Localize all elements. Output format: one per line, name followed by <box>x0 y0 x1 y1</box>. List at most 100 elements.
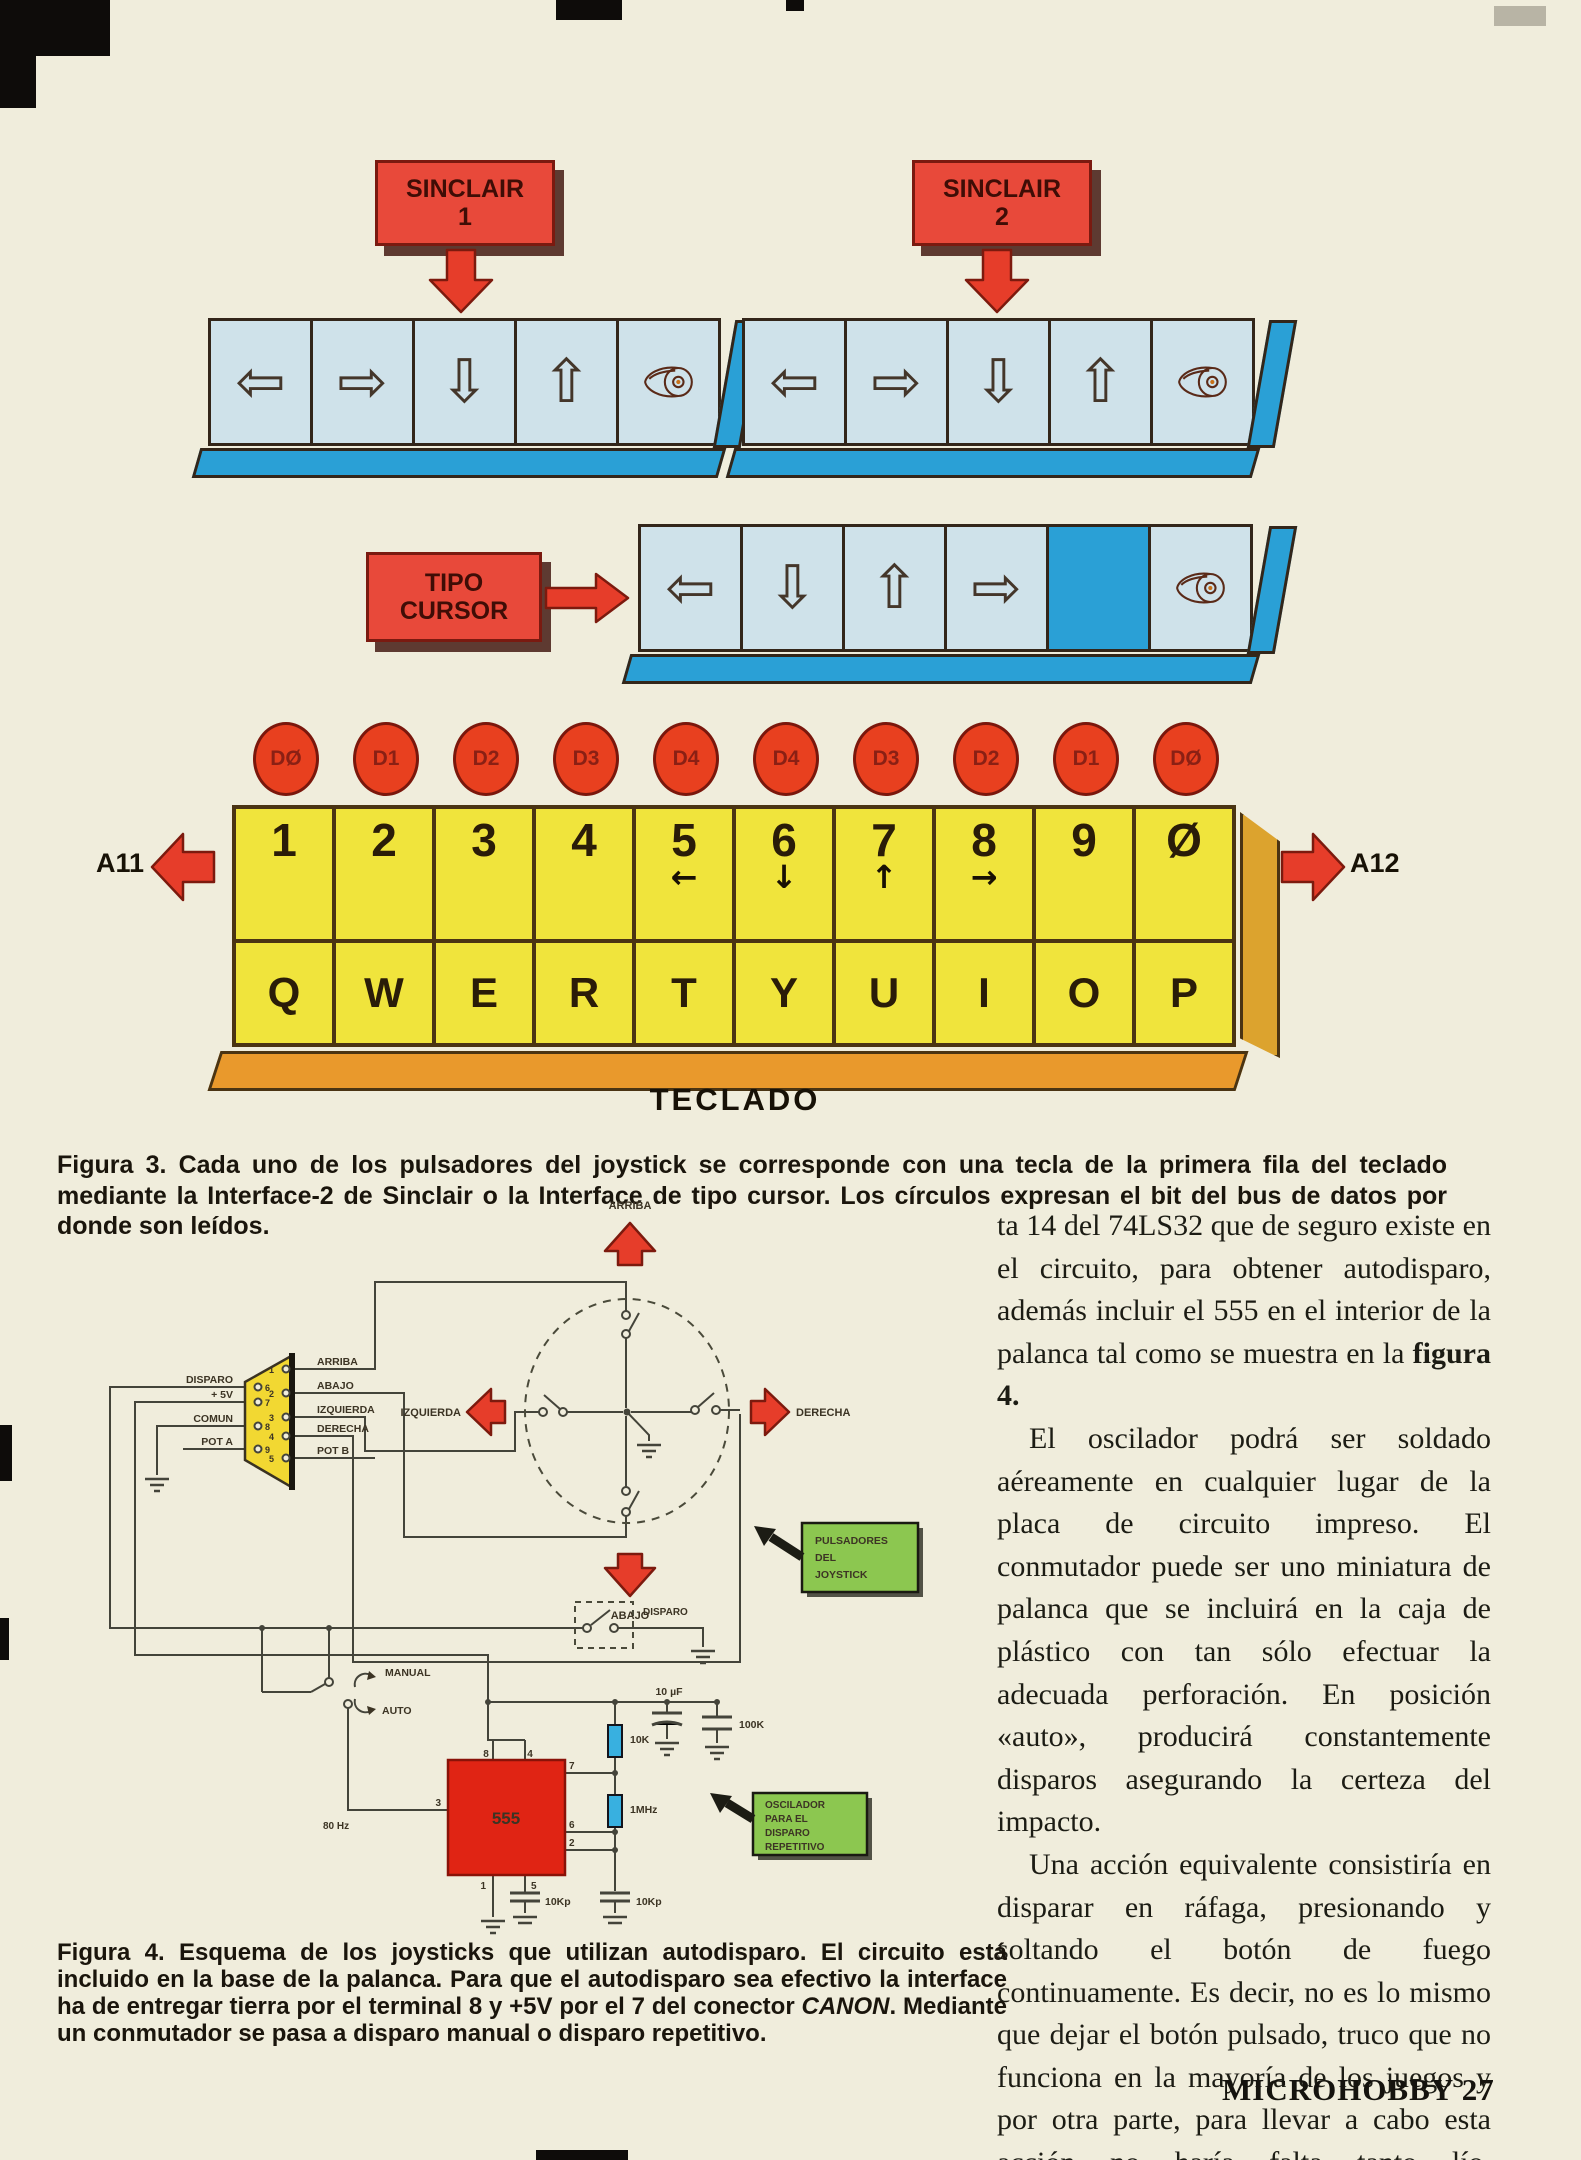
key-down: ⇩ <box>949 321 1051 443</box>
svg-text:9: 9 <box>265 1445 270 1455</box>
manual-auto-switch <box>310 1671 376 1715</box>
key-row-3d-edge <box>191 448 727 478</box>
ground-symbols <box>145 1443 729 1935</box>
cursor-key-row: ⇦ ⇩ ⇧ ⇨ <box>638 524 1253 652</box>
db9-connector: 6 7 8 9 1 2 3 4 5 <box>243 1352 295 1491</box>
circuit-wires <box>109 1281 741 1917</box>
abajo-pin-label: ABAJO <box>317 1380 354 1392</box>
key-right: ⇨ <box>313 321 415 443</box>
fire-button-icon <box>643 366 693 398</box>
fire-button-icon <box>1177 366 1227 398</box>
key-up: ⇧ <box>1051 321 1153 443</box>
svg-text:8: 8 <box>265 1422 270 1432</box>
plus5v-label: + 5V <box>211 1389 233 1401</box>
svg-text:2: 2 <box>269 1389 274 1399</box>
a11-label: A11 <box>96 848 145 878</box>
bit-circle: D2 <box>953 722 1019 796</box>
key-left: ⇦ <box>641 527 743 649</box>
svg-text:JOYSTICK: JOYSTICK <box>815 1569 868 1581</box>
svg-text:100K: 100K <box>739 1719 765 1731</box>
derecha-pin-label: DERECHA <box>317 1423 369 1435</box>
key-e: E <box>436 943 536 1043</box>
scan-artifact <box>0 0 36 108</box>
svg-text:6: 6 <box>569 1820 575 1831</box>
resistor-1m-label: 1MHz <box>630 1804 657 1816</box>
arriba-label: ARRIBA <box>609 1200 652 1212</box>
sinclair2-key-row: ⇦ ⇨ ⇩ ⇧ <box>742 318 1255 446</box>
disparo-switch-label: DISPARO <box>643 1607 688 1618</box>
svg-text:1: 1 <box>269 1365 274 1375</box>
fire-switch-box <box>574 1601 634 1649</box>
svg-text:PARA EL: PARA EL <box>765 1814 808 1825</box>
figure3-caption: Figura 3. Cada uno de los pulsadores del… <box>57 1151 1447 1240</box>
bit-circle: D3 <box>853 722 919 796</box>
bit-circle: D4 <box>653 722 719 796</box>
svg-text:8: 8 <box>483 1749 489 1760</box>
sinclair1-key-row: ⇦ ⇨ ⇩ ⇧ <box>208 318 721 446</box>
svg-text:7: 7 <box>265 1398 270 1408</box>
svg-text:REPETITIVO: REPETITIVO <box>765 1842 825 1853</box>
key-row-3d-edge <box>725 448 1261 478</box>
key-down: ⇩ <box>743 527 845 649</box>
magazine-footer: MICROHOBBY 27 <box>1222 2072 1495 2107</box>
left-arrow-icon <box>150 832 216 902</box>
key-fire <box>1153 321 1252 443</box>
key-left: ⇦ <box>745 321 847 443</box>
keyboard-row-letters: Q W E R T Y U I O P <box>236 939 1232 1043</box>
canon-connector-name: CANON <box>801 1992 890 2020</box>
key-9: 9 <box>1036 809 1136 939</box>
svg-text:10 µF: 10 µF <box>655 1686 683 1698</box>
timer-555-chip: 555 8 4 3 7 6 2 1 5 <box>435 1749 575 1892</box>
svg-text:2: 2 <box>569 1838 575 1849</box>
key-right: ⇨ <box>947 527 1049 649</box>
bit-circle: D4 <box>753 722 819 796</box>
key-left: ⇦ <box>211 321 313 443</box>
svg-text:6: 6 <box>265 1383 270 1393</box>
down-arrow-icon <box>964 248 1030 314</box>
comun-label: COMUN <box>193 1413 233 1425</box>
article-column: ta 14 del 74LS32 que de seguro existe en… <box>997 1205 1491 2160</box>
key-5: 5← <box>636 809 736 939</box>
right-arrow-icon <box>1280 832 1346 902</box>
article-paragraph: ta 14 del 74LS32 que de seguro existe en… <box>997 1209 1491 1413</box>
svg-text:5: 5 <box>531 1881 537 1892</box>
capacitor-10uf: 10 µF <box>651 1686 683 1727</box>
sinclair1-line2: 1 <box>458 203 472 231</box>
tipo-cursor-label-box: TIPO CURSOR <box>366 552 542 642</box>
key-1: 1 <box>236 809 336 939</box>
sinclair2-label-box: SINCLAIR 2 <box>912 160 1092 246</box>
izquierda-label: IZQUIERDA <box>401 1407 462 1419</box>
pulsadores-note: PULSADORES DEL JOYSTICK <box>754 1521 923 1597</box>
key-2: 2 <box>336 809 436 939</box>
keyboard: 1 2 3 4 5← 6↓ 7↑ 8→ 9 Ø Q W E R T Y U I … <box>232 805 1236 1047</box>
key-blank <box>1049 527 1151 649</box>
pot-a-label: POT A <box>201 1436 233 1448</box>
capacitor-10kp-1: 10Kp <box>510 1891 571 1908</box>
svg-text:10Kp: 10Kp <box>636 1896 662 1908</box>
svg-text:5: 5 <box>269 1454 274 1464</box>
key-0: Ø <box>1136 809 1232 939</box>
keyboard-3d-side <box>1240 812 1280 1058</box>
scan-artifact <box>556 0 622 20</box>
figure4-caption: Figura 4. Esquema de los joysticks que u… <box>57 1939 1007 2047</box>
svg-text:OSCILADOR: OSCILADOR <box>765 1800 826 1811</box>
hz-label: 80 Hz <box>323 1821 349 1832</box>
svg-text:4: 4 <box>269 1432 274 1442</box>
svg-text:3: 3 <box>435 1798 441 1809</box>
key-p: P <box>1136 943 1232 1043</box>
left-arrow-icon <box>465 1387 507 1437</box>
key-fire <box>619 321 718 443</box>
direction-switches <box>538 1310 721 1517</box>
abajo-label: ABAJO <box>611 1610 650 1622</box>
bit-circle: DØ <box>1153 722 1219 796</box>
bit-circle: DØ <box>253 722 319 796</box>
derecha-label: DERECHA <box>796 1407 850 1419</box>
resistor-10k-label: 10K <box>630 1734 650 1746</box>
chip-label: 555 <box>492 1809 520 1828</box>
svg-text:DISPARO: DISPARO <box>765 1828 810 1839</box>
key-u: U <box>836 943 936 1043</box>
key-y: Y <box>736 943 836 1043</box>
key-row-end-cap <box>1246 526 1298 654</box>
teclado-label: TECLADO <box>649 1082 821 1117</box>
key-up: ⇧ <box>845 527 947 649</box>
